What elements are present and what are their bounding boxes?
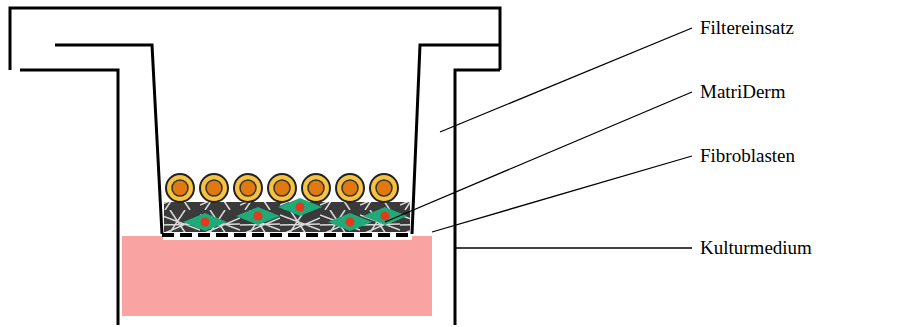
- cell-nucleus: [240, 180, 256, 196]
- part-label: MatriDerm: [700, 82, 785, 101]
- cell-nucleus: [308, 180, 324, 196]
- fibroblast: [278, 198, 322, 216]
- lid: [10, 8, 500, 70]
- keratinocyte: [268, 174, 296, 202]
- keratinocyte: [200, 174, 228, 202]
- cell-nucleus: [206, 180, 222, 196]
- keratinocyte: [302, 174, 330, 202]
- keratinocyte: [336, 174, 364, 202]
- cell-nucleus: [376, 180, 392, 196]
- cell-nucleus: [342, 180, 358, 196]
- keratinocyte: [370, 174, 398, 202]
- well-wall: [455, 70, 500, 325]
- keratinocyte: [166, 174, 194, 202]
- keratinocyte: [234, 174, 262, 202]
- fibroblast: [236, 207, 280, 225]
- well-wall: [20, 70, 118, 325]
- cell-nucleus: [172, 180, 188, 196]
- part-label: Kulturmedium: [700, 238, 812, 257]
- cell-nucleus: [274, 180, 290, 196]
- cell-group: [166, 174, 407, 231]
- cell-nucleus: [381, 212, 390, 221]
- part-label: Filtereinsatz: [700, 18, 794, 37]
- cell-nucleus: [346, 218, 355, 227]
- culture-medium: [122, 236, 432, 316]
- insert-wall: [55, 45, 162, 234]
- part-label: Fibroblasten: [700, 146, 795, 165]
- filter-membrane: [162, 233, 412, 237]
- cell-nucleus: [296, 203, 305, 212]
- leader-lines: [385, 28, 692, 248]
- cell-nucleus: [254, 212, 263, 221]
- fibroblast: [183, 213, 227, 231]
- cell-nucleus: [201, 218, 210, 227]
